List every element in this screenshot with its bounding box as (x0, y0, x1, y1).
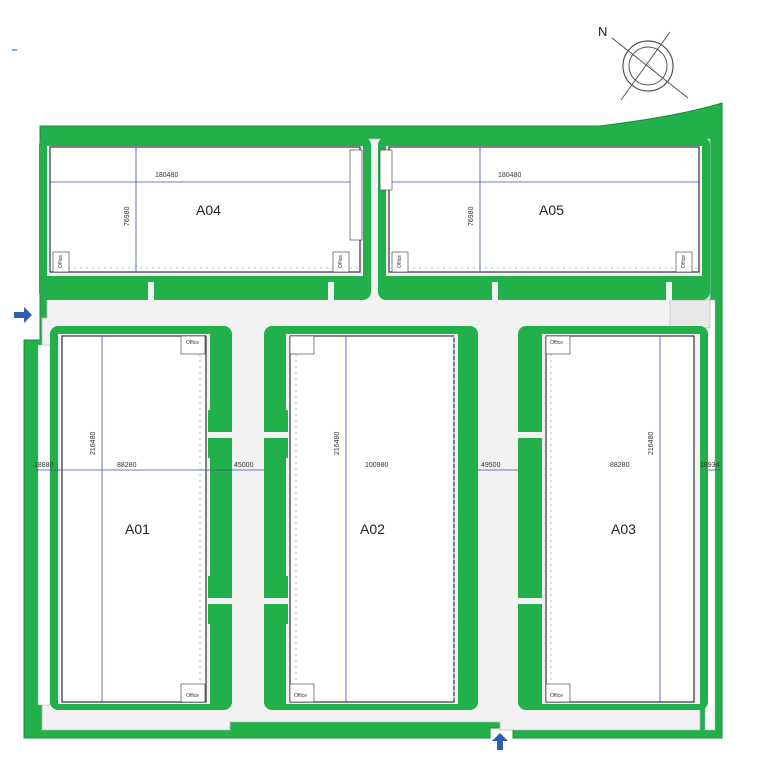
a03-office-top: Office (550, 340, 563, 346)
gap-a01-a02: 45000 (234, 462, 254, 469)
building-A02: 100980 216480 A02 Office (264, 326, 478, 710)
a03-office-bottom: Office (550, 693, 563, 699)
building-A04: 180480 76980 A04 Office Office (39, 137, 371, 300)
south-entrance-arrow-icon (492, 733, 508, 750)
a02-office-bottom: Office (294, 693, 307, 699)
gap-a02-a03: 49500 (481, 462, 501, 469)
a01-depth: 216480 (90, 432, 97, 455)
a01-office-bottom: Office (186, 693, 199, 699)
a02-label: A02 (360, 521, 385, 537)
north-arrow: N (598, 24, 689, 101)
a03-offset: 18934 (700, 462, 720, 469)
a04-label: A04 (196, 202, 221, 218)
a04-office-left: Office (58, 255, 64, 268)
west-entrance-arrow-icon (14, 307, 32, 323)
a05-width: 180480 (498, 172, 521, 179)
a04-depth: 76980 (124, 206, 131, 226)
north-label: N (598, 24, 607, 39)
a03-label: A03 (611, 521, 636, 537)
a05-label: A05 (539, 202, 564, 218)
a05-office-left: Office (397, 255, 403, 268)
a05-depth: 76980 (468, 206, 475, 226)
a01-offset: 18880 (34, 462, 54, 469)
building-A05: 180480 76980 A05 Office Office (378, 137, 710, 300)
a05-office-right: Office (681, 255, 687, 268)
a03-depth: 216480 (648, 432, 655, 455)
a02-width: 100980 (365, 462, 388, 469)
building-A01: 88280 18880 216480 A01 Office Office (34, 326, 720, 710)
building-A03: 88280 18934 216480 A03 Office Office (518, 326, 720, 710)
a04-office-right: Office (338, 255, 344, 268)
a01-width: 88280 (117, 462, 137, 469)
a04-width: 180480 (155, 172, 178, 179)
a03-width: 88280 (610, 462, 630, 469)
a01-label: A01 (125, 521, 150, 537)
west-parking-strip (37, 344, 51, 706)
a02-depth: 216480 (334, 432, 341, 455)
a01-office-top: Office (186, 340, 199, 346)
entrance-pad (669, 299, 711, 329)
